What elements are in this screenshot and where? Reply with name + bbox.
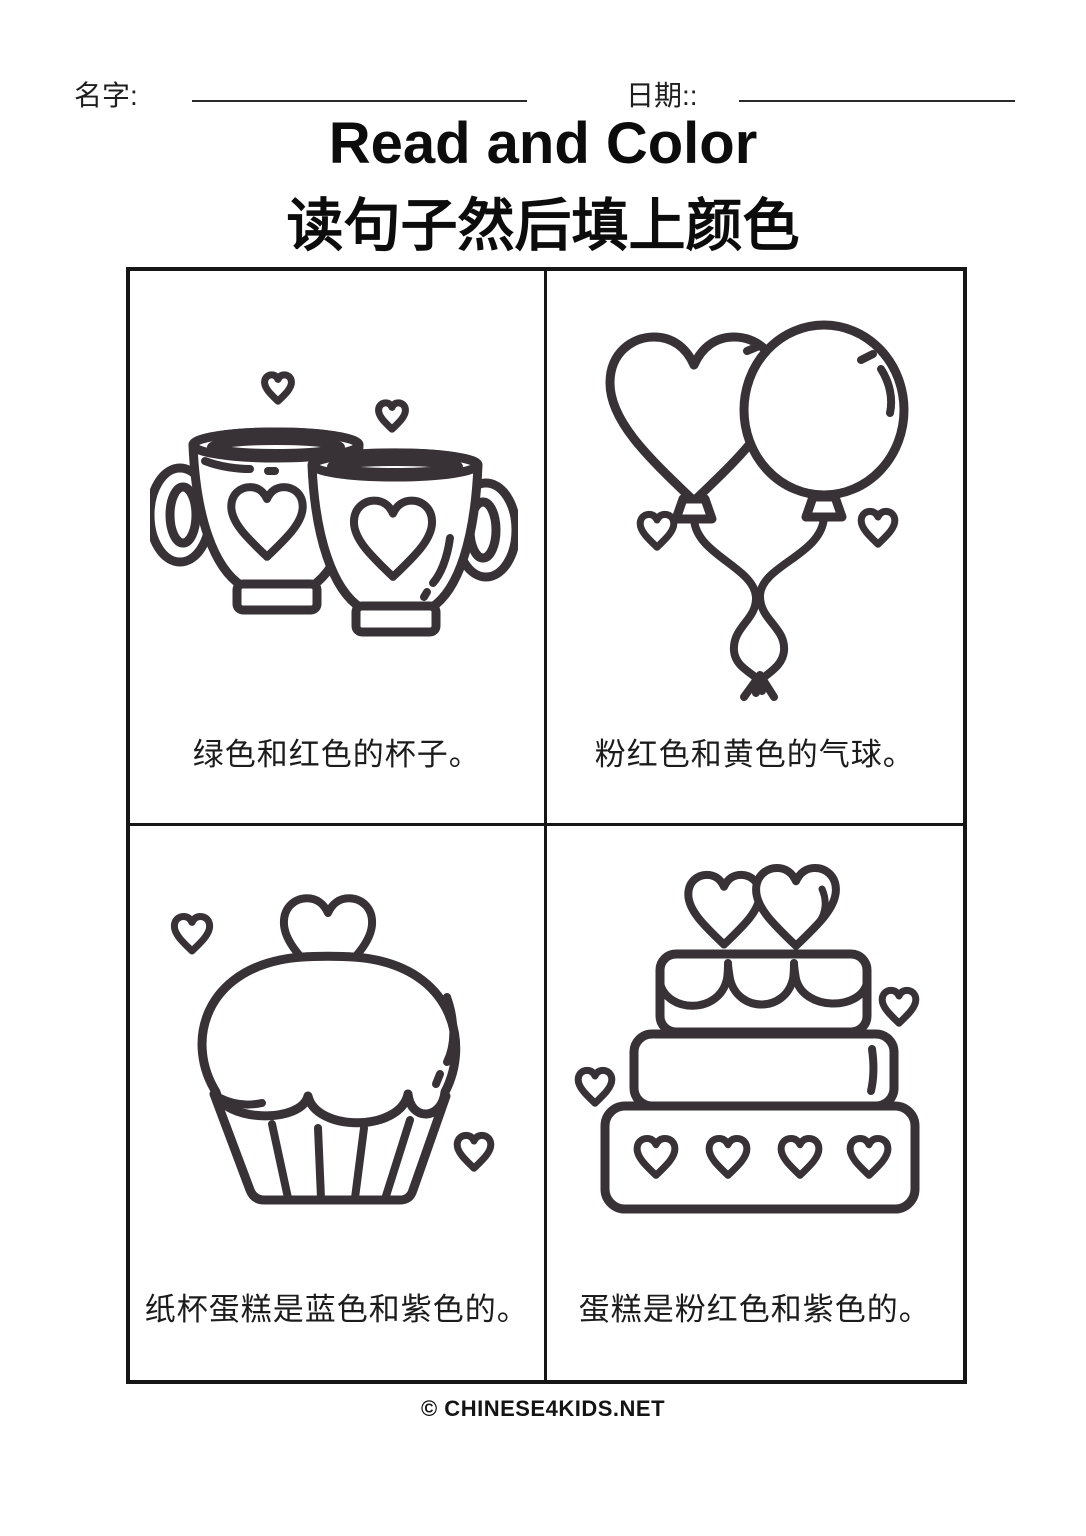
balloon-knot: [671, 494, 716, 524]
cell-caption: 绿色和红色的杯子。: [192, 737, 481, 772]
name-write-line: [192, 100, 527, 102]
floating-heart-icon: [263, 373, 407, 431]
cupcake-drawing: [172, 894, 493, 1204]
mugs-drawing: [150, 373, 518, 637]
name-label: 名字:: [74, 80, 138, 111]
balloons-drawing: [584, 320, 908, 701]
worksheet-grid: 绿色和红色的杯子。: [126, 267, 967, 1384]
cell-cake: 蛋糕是粉红色和紫色的。: [546, 825, 963, 1380]
cell-balloons: 粉红色和黄色的气球。: [546, 271, 963, 826]
cell-mugs: 绿色和红色的杯子。: [130, 271, 547, 826]
cell-caption: 蛋糕是粉红色和紫色的。: [578, 1291, 931, 1327]
cell-caption: 纸杯蛋糕是蓝色和紫色的。: [144, 1291, 529, 1327]
cell-cupcake: 纸杯蛋糕是蓝色和紫色的。: [130, 825, 547, 1380]
date-write-line: [739, 100, 1015, 102]
topper-hearts: [688, 867, 836, 945]
right-mug: [307, 448, 518, 637]
cake-drawing: [576, 859, 919, 1213]
page-title: Read and Color: [328, 111, 758, 176]
date-label: 日期::: [626, 80, 698, 111]
wrapper: [209, 1089, 451, 1204]
frosting: [197, 951, 461, 1127]
page-subtitle: 读句子然后填上颜色: [286, 194, 800, 258]
balloon-knot: [801, 492, 846, 522]
top-tier: [655, 949, 871, 1036]
bottom-tier: [600, 1101, 919, 1213]
round-balloon: [739, 320, 908, 522]
cell-caption: 粉红色和黄色的气球。: [594, 737, 915, 772]
copyright-text: © CHINESE4KIDS.NET: [420, 1396, 666, 1421]
balloon-strings: [689, 513, 828, 701]
middle-tier: [629, 1029, 898, 1110]
